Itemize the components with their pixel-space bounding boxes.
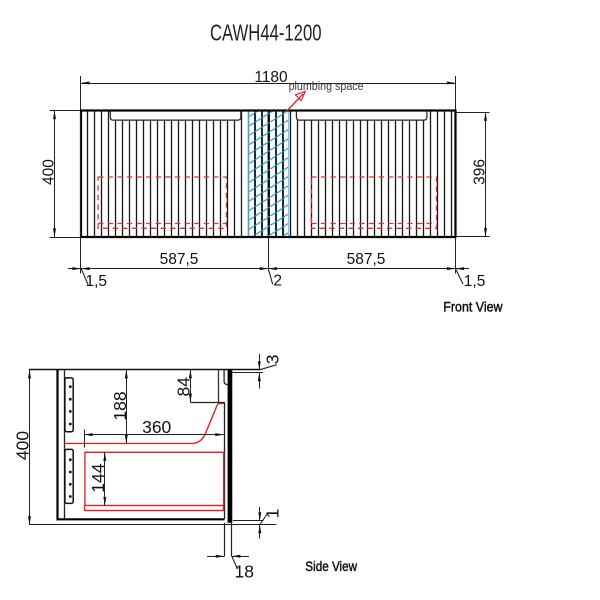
svg-text:587,5: 587,5 [160, 251, 199, 268]
svg-text:400: 400 [12, 431, 32, 460]
svg-text:Front View: Front View [443, 300, 502, 315]
svg-text:18: 18 [235, 561, 254, 581]
svg-text:2: 2 [273, 272, 282, 289]
svg-text:1,5: 1,5 [464, 273, 486, 290]
svg-text:360: 360 [142, 417, 171, 437]
svg-text:1180: 1180 [254, 69, 288, 86]
svg-text:144: 144 [88, 463, 108, 492]
svg-text:396: 396 [472, 159, 489, 185]
svg-text:84: 84 [174, 377, 194, 397]
svg-text:CAWH44-1200: CAWH44-1200 [210, 20, 322, 46]
svg-text:3: 3 [262, 355, 282, 365]
svg-text:188: 188 [110, 391, 130, 420]
svg-text:plumbing space: plumbing space [289, 81, 364, 93]
svg-text:1,5: 1,5 [86, 273, 108, 290]
svg-text:587,5: 587,5 [347, 251, 386, 268]
svg-text:1: 1 [262, 509, 282, 519]
svg-text:400: 400 [41, 159, 58, 185]
svg-text:Side View: Side View [305, 559, 357, 574]
